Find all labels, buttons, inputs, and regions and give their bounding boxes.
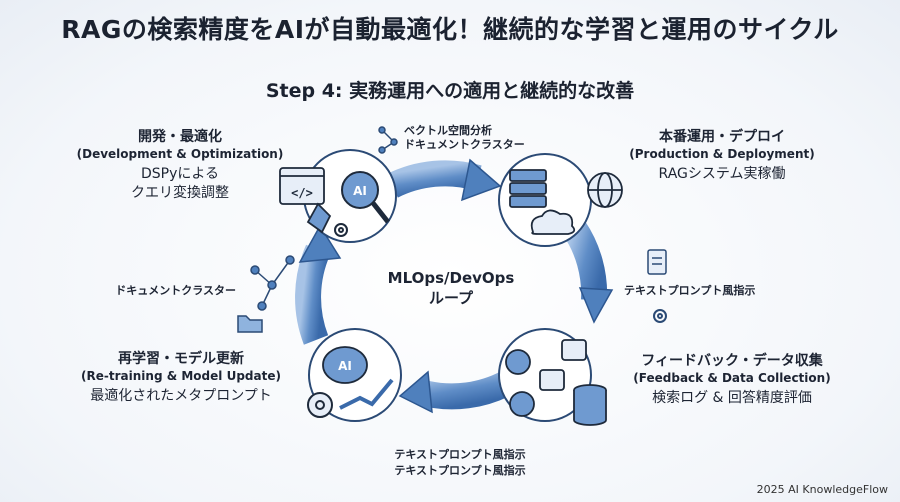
stage-dev-en: (Development & Optimization) (76, 147, 284, 161)
ai-badge-retrain: AI (338, 359, 352, 373)
stage-feedback-desc: 検索ログ & 回答精度評価 (652, 390, 812, 406)
question-bubble-icons (539, 339, 587, 391)
arrow-right-down (578, 287, 614, 324)
magnifier-ai-icon (341, 171, 390, 224)
server-icon (509, 169, 547, 208)
stage-retrain-en: (Re-training & Model Update) (81, 369, 281, 383)
trend-arrow-icon (339, 378, 394, 410)
stage-retrain: 再学習・モデル更新 (Re-training & Model Update) 最… (66, 350, 296, 406)
annotation-right: テキストプロンプト風指示 (624, 284, 756, 297)
stage-dev-desc1: DSPyによる (141, 166, 219, 182)
stage-prod-title: 本番運用・デプロイ (659, 129, 785, 145)
arrow-bottom-left (398, 370, 433, 414)
arrow-left-up (298, 224, 342, 263)
user-icons (505, 349, 535, 417)
stage-feedback: フィードバック・データ収集 (Feedback & Data Collectio… (612, 352, 852, 408)
stage-feedback-title: フィードバック・データ収集 (641, 353, 823, 369)
annotation-bottom-line2: テキストプロンプト風指示 (394, 464, 526, 477)
ai-badge-dev: AI (353, 184, 367, 198)
gear-icon-retrain (307, 392, 333, 418)
stage-prod: 本番運用・デプロイ (Production & Deployment) RAGシ… (612, 128, 832, 184)
annotation-left: ドキュメントクラスター (115, 284, 236, 297)
page-title: RAGの検索精度をAIが自動最適化！継続的な学習と運用のサイクル (61, 15, 839, 44)
stage-dev: 開発・最適化 (Development & Optimization) DSPy… (70, 128, 290, 203)
footer-credit: 2025 AI KnowledgeFlow (756, 483, 888, 496)
folder-icon (237, 315, 263, 333)
stage-feedback-en: (Feedback & Data Collection) (633, 371, 831, 385)
center-label-line1: MLOps/DevOps (387, 269, 515, 287)
database-icon (573, 384, 607, 426)
arrow-top-right (461, 158, 502, 202)
flask-icon (306, 202, 332, 234)
center-label: MLOps/DevOps ループ (376, 268, 526, 308)
annotation-top-line2: ドキュメントクラスター (404, 138, 525, 151)
code-window-icon (279, 167, 325, 205)
stage-retrain-desc: 最適化されたメタプロンプト (90, 388, 272, 404)
stage-retrain-title: 再学習・モデル更新 (118, 351, 244, 367)
center-label-line2: ループ (428, 289, 474, 307)
code-tag-icon: </> (291, 186, 313, 200)
vector-scatter-icon (378, 126, 398, 154)
cluster-network-icon (250, 255, 295, 311)
gear-icon-dev (334, 223, 348, 237)
page-subtitle: Step 4: 実務運用への適用と継続的な改善 (265, 80, 635, 102)
stage-prod-desc: RAGシステム実稼働 (658, 166, 786, 182)
cloud-icon (530, 209, 576, 235)
stage-dev-desc2: クエリ変換調整 (131, 185, 229, 201)
document-pen-icon (647, 249, 667, 275)
annotation-bottom: テキストプロンプト風指示 テキストプロンプト風指示 (360, 448, 560, 478)
brain-icon (322, 346, 368, 384)
globe-icon (587, 172, 623, 208)
annotation-top: ベクトル空間分析 ドキュメントクラスター (404, 124, 584, 152)
stage-dev-title: 開発・最適化 (138, 129, 222, 145)
annotation-top-line1: ベクトル空間分析 (404, 124, 492, 137)
gear-icon-right (653, 309, 667, 323)
annotation-bottom-line1: テキストプロンプト風指示 (394, 448, 526, 461)
stage-prod-en: (Production & Deployment) (629, 147, 815, 161)
